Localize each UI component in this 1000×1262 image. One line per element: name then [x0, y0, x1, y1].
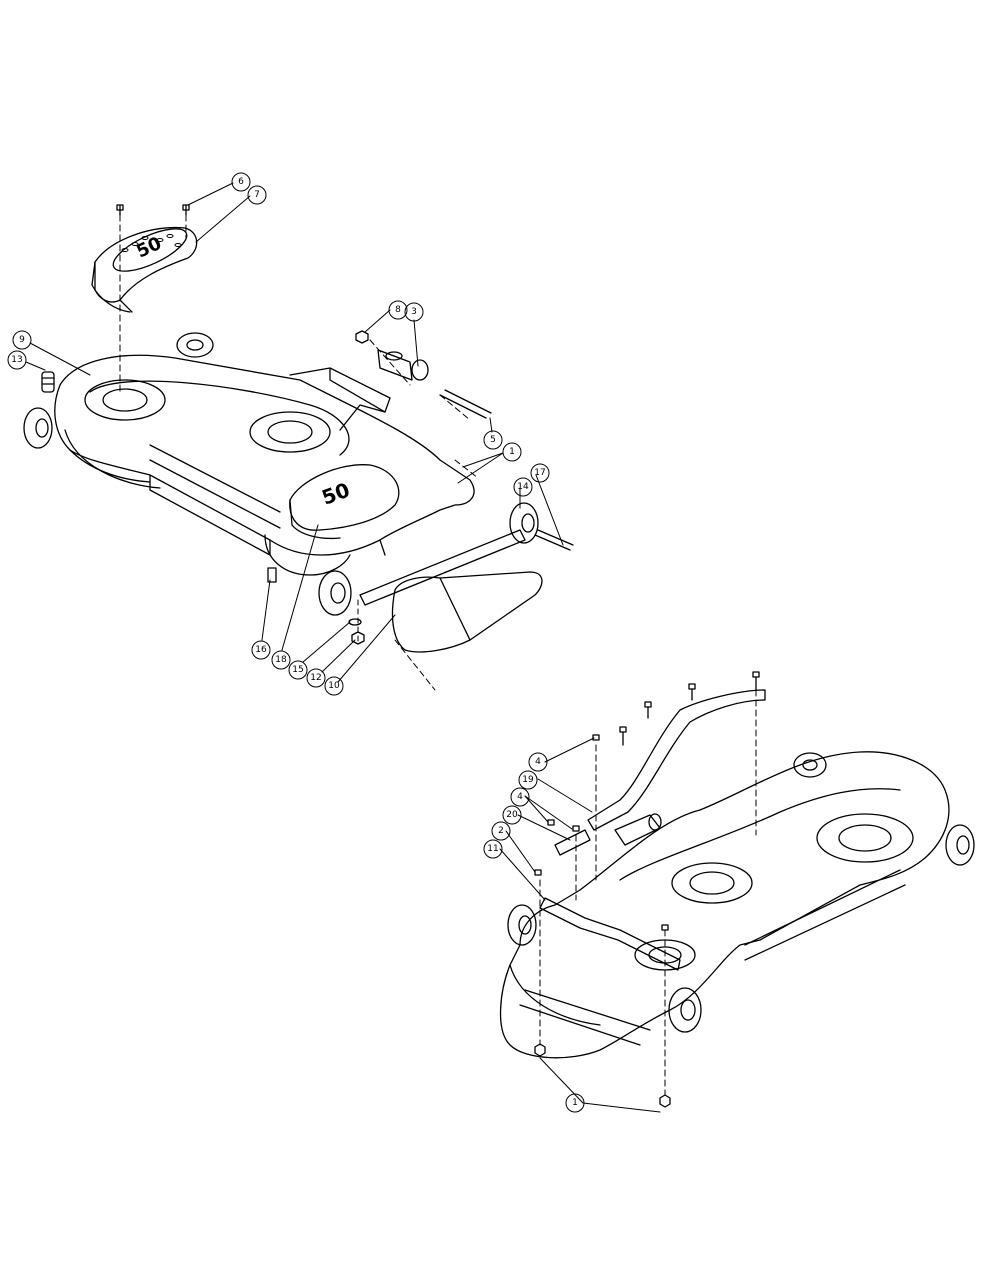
idler-pulley	[377, 349, 429, 381]
shoulder-bolt	[534, 529, 574, 551]
upper-belt-cover-shield: 50	[91, 226, 198, 313]
upper-shield-logo: 50	[133, 233, 165, 263]
callout-3: 3	[411, 307, 417, 317]
deflector-rod-bracket	[359, 529, 526, 606]
bottom-idler	[614, 813, 662, 846]
nuts-washers-15-12	[348, 599, 365, 646]
callout-16: 16	[255, 645, 267, 655]
callout-7: 7	[254, 190, 260, 200]
deck-shield-logo: 50	[319, 478, 353, 510]
callout-12: 12	[310, 673, 321, 683]
callout-18: 18	[275, 655, 287, 665]
bracket-11	[539, 897, 681, 971]
callout-4-upper: 4	[535, 757, 541, 767]
callout-circles	[7, 172, 585, 1113]
callout-6: 6	[238, 177, 244, 187]
callout-8: 8	[395, 305, 401, 315]
callout-11: 11	[487, 844, 498, 854]
deck-underside	[64, 429, 351, 576]
anti-scalp-wheel-left	[23, 407, 53, 449]
wheel-bottom-right	[945, 824, 975, 866]
anti-scalp-wheel-right	[509, 502, 539, 544]
shield-bolts	[116, 204, 190, 396]
assembly-lines-bottom	[539, 689, 757, 1096]
callout-9: 9	[19, 335, 25, 345]
anti-scalp-wheel-front	[318, 570, 352, 616]
callout-2: 2	[498, 826, 504, 836]
plate-20	[554, 829, 591, 856]
hex-nut-8	[355, 330, 369, 344]
belt-cover-shield: 50	[289, 464, 400, 540]
callout-15: 15	[292, 665, 303, 675]
callout-20: 20	[506, 810, 518, 820]
anti-scalp-wheel-left-top	[176, 332, 214, 358]
callout-4-lower: 4	[517, 792, 523, 802]
callout-10: 10	[328, 681, 340, 691]
callout-13: 13	[11, 355, 22, 365]
leader-lines	[25, 182, 661, 1113]
discharge-chute	[391, 571, 543, 691]
callout-1-top: 1	[509, 447, 515, 457]
callout-1-bottom: 1	[572, 1098, 578, 1108]
pivot-bolt	[439, 389, 492, 419]
callout-17: 17	[534, 468, 545, 478]
wheel-bottom-left	[507, 904, 537, 946]
wheel-bottom-front	[668, 987, 702, 1033]
wheel-bottom-rear	[793, 752, 827, 778]
callout-14: 14	[517, 482, 529, 492]
callout-5: 5	[490, 435, 496, 445]
mower-deck-top	[54, 354, 475, 556]
bottom-bolts	[534, 671, 760, 1108]
grease-fitting	[267, 567, 277, 583]
spring	[41, 371, 55, 393]
assembly-lines-top	[369, 339, 479, 479]
baffle-19	[587, 689, 766, 831]
callout-19: 19	[522, 775, 534, 785]
